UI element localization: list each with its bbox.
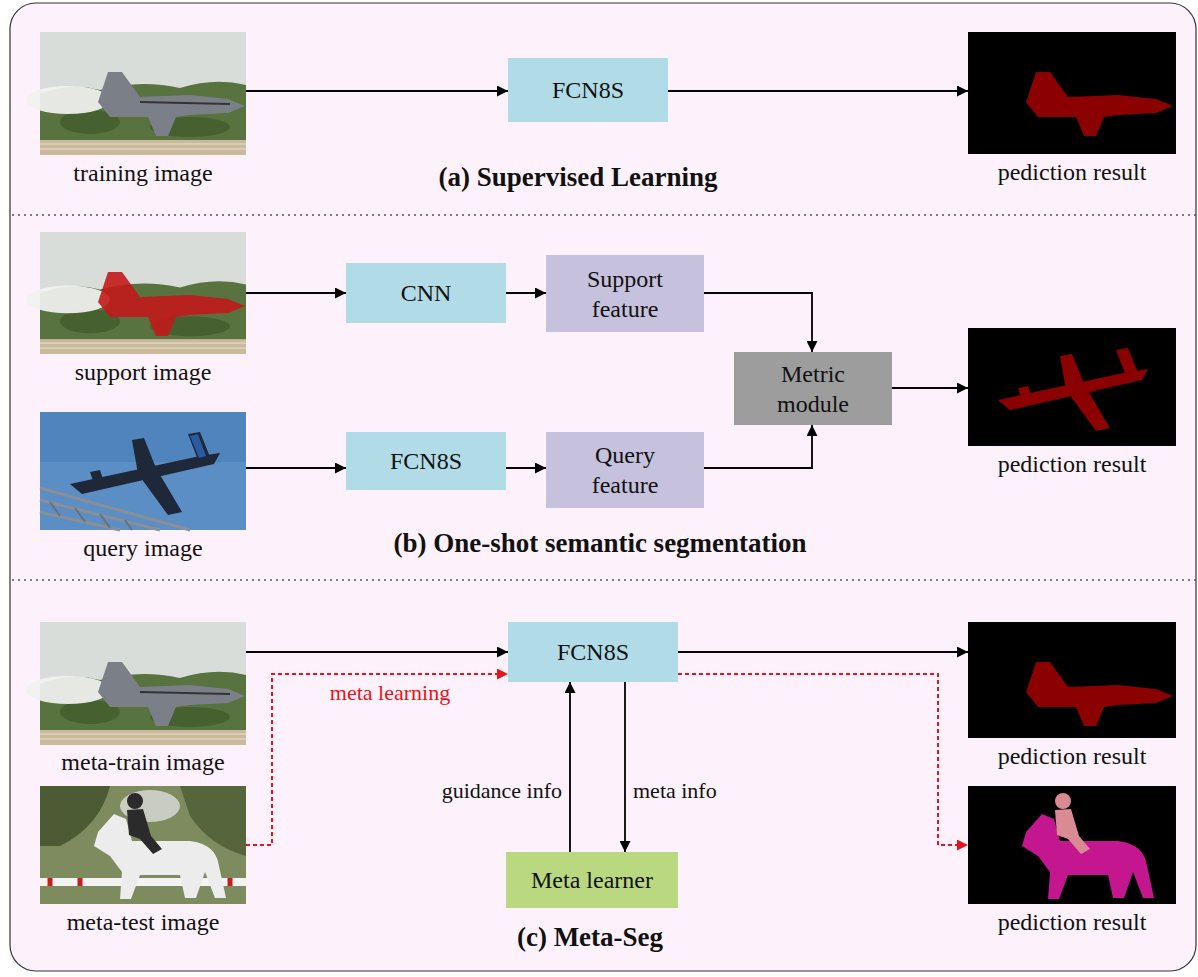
image-panel: pediction result: [968, 328, 1176, 479]
edge-label: meta learning: [330, 680, 450, 706]
box-label: Support feature: [570, 264, 680, 324]
image-caption: support image: [40, 358, 246, 387]
section-title: (c) Meta-Seg: [517, 922, 663, 953]
process-box: FCN8S: [346, 432, 506, 490]
flow-arrow: [506, 292, 546, 294]
image-panel: support image: [40, 232, 246, 387]
image-panel: meta-test image: [40, 786, 246, 937]
flow-arrow: [624, 682, 626, 852]
box-label: CNN: [401, 278, 452, 308]
image-panel: meta-train image: [40, 622, 246, 777]
image-caption: query image: [40, 534, 246, 563]
process-box: FCN8S: [508, 622, 678, 682]
process-box: FCN8S: [508, 58, 668, 122]
flow-arrow: [246, 292, 346, 294]
box-label: FCN8S: [557, 637, 629, 667]
image-panel: pediction result: [968, 622, 1176, 771]
process-box: Meta learner: [506, 852, 678, 908]
section-title: (a) Supervised Learning: [438, 162, 717, 193]
image-panel: query image: [40, 412, 246, 563]
image-caption: pediction result: [968, 742, 1176, 771]
flow-arrow: [246, 651, 508, 653]
edge-label: guidance info: [442, 778, 562, 804]
flow-arrow: [246, 90, 508, 92]
process-box: Query feature: [546, 432, 704, 508]
process-box: Support feature: [546, 255, 704, 332]
image-panel: training image: [40, 32, 246, 188]
image-panel: pediction result: [968, 32, 1176, 187]
flow-arrow: [246, 467, 346, 469]
image-caption: meta-train image: [40, 748, 246, 777]
image-caption: pediction result: [968, 158, 1176, 187]
section-title: (b) One-shot semantic segmentation: [393, 528, 806, 559]
flow-arrow: [678, 651, 968, 653]
image-caption: meta-test image: [40, 908, 246, 937]
box-label: Metric module: [758, 359, 868, 419]
flow-arrow: [704, 425, 812, 468]
flow-arrow: [892, 387, 968, 389]
box-label: Query feature: [570, 440, 680, 500]
flow-arrow: [506, 467, 546, 469]
image-caption: training image: [40, 159, 246, 188]
process-box: Metric module: [734, 352, 892, 425]
meta-learning-arrow: [678, 674, 968, 845]
meta-learning-arrow: [246, 674, 508, 845]
box-label: FCN8S: [390, 446, 462, 476]
edge-label: meta info: [633, 778, 717, 804]
flow-arrow: [569, 682, 571, 852]
box-label: FCN8S: [552, 75, 624, 105]
image-caption: pediction result: [968, 908, 1176, 937]
box-label: Meta learner: [531, 865, 653, 895]
image-panel: pediction result: [968, 786, 1176, 937]
flow-arrow: [704, 293, 812, 352]
process-box: CNN: [346, 263, 506, 323]
flow-arrow: [668, 90, 968, 92]
image-caption: pediction result: [968, 450, 1176, 479]
